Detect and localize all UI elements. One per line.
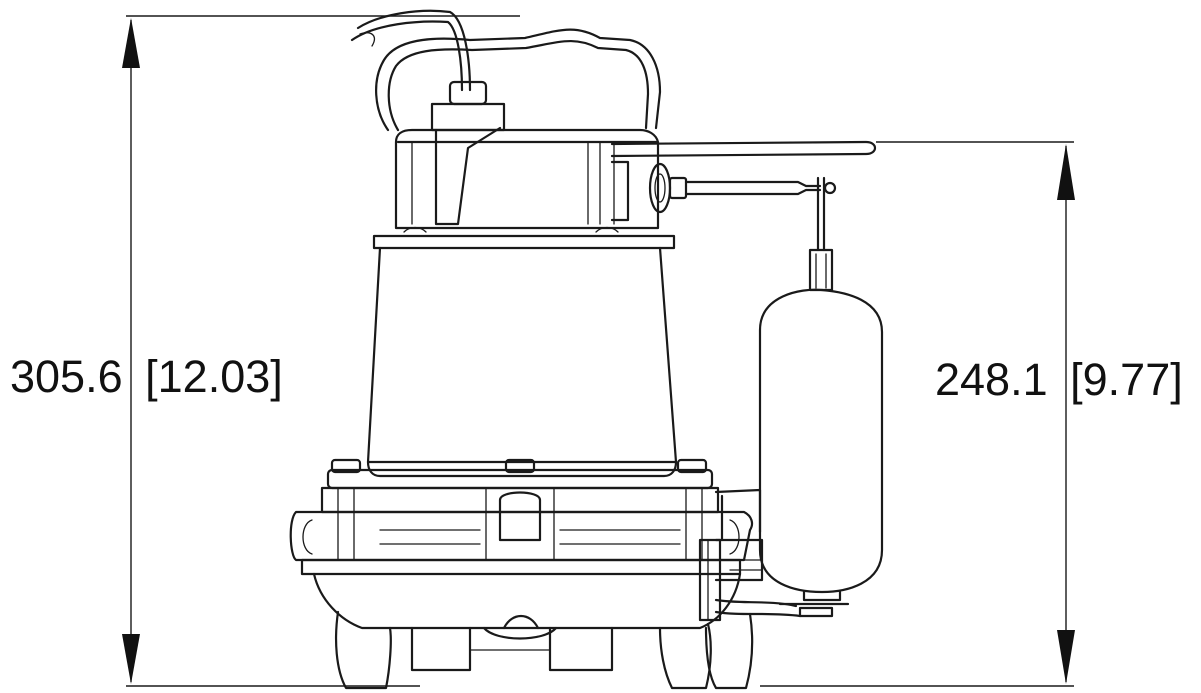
float-ball (758, 288, 884, 618)
float-bottom-arrow (1057, 630, 1075, 684)
carry-handle (375, 28, 662, 132)
float-height-dimension: 248.1 [9.77] (760, 141, 1183, 687)
power-cord (350, 9, 472, 92)
overall-height-dimension: 305.6 [12.03] (10, 15, 520, 687)
svg-text:248.1 [9.77]: 248.1 [9.77] (935, 354, 1183, 405)
overall-bottom-arrow (122, 634, 140, 684)
pump-volute (289, 458, 754, 630)
overall-top-arrow (122, 18, 140, 68)
float-switch-bracket (714, 488, 802, 618)
float-switch-arm (610, 140, 877, 292)
motor-housing (366, 246, 678, 478)
overall-height-imperial: [12.03] (145, 351, 283, 402)
motor-top-cap (372, 128, 676, 250)
svg-text:305.6 [12.03]: 305.6 [12.03] (10, 351, 283, 402)
overall-height-value: 305.6 (10, 351, 123, 402)
float-top-arrow (1057, 144, 1075, 200)
float-height-value: 248.1 (935, 354, 1048, 405)
float-height-imperial: [9.77] (1070, 354, 1183, 405)
pump-feet (334, 610, 754, 690)
cord-boot (430, 80, 506, 226)
